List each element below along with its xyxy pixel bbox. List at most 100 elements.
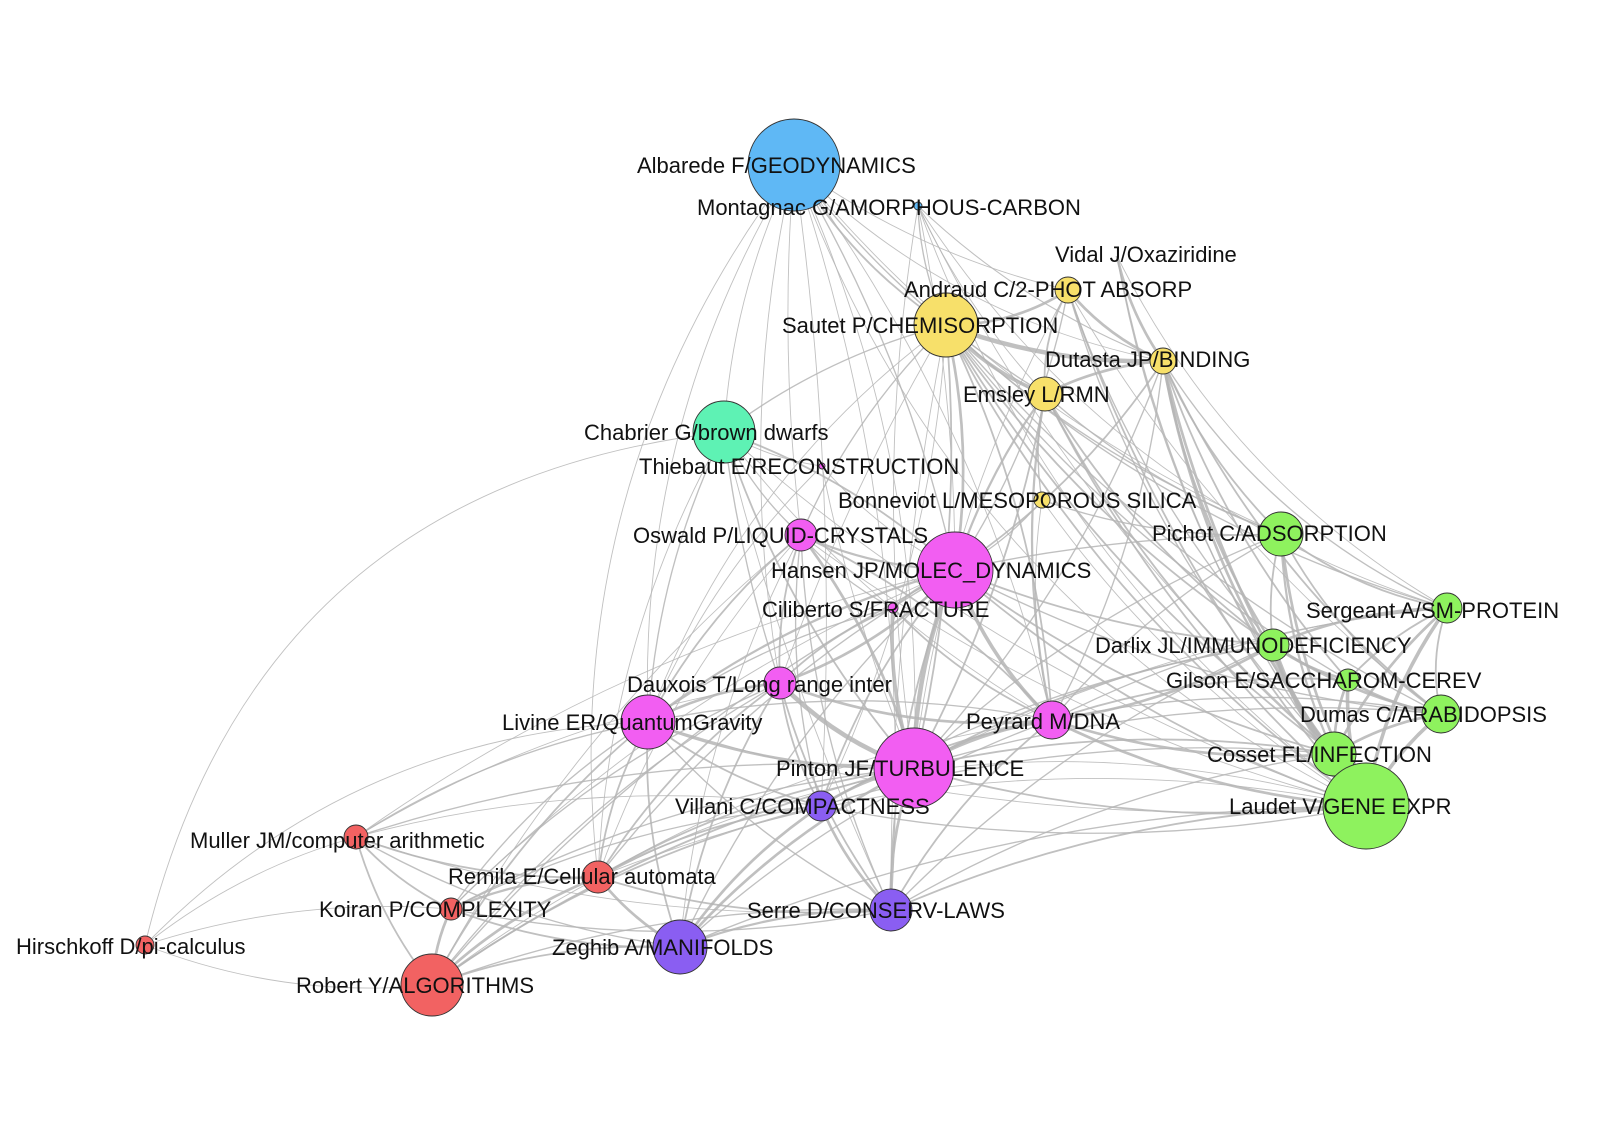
node-villani[interactable] [805,790,837,822]
edge-oswald-serre [800,534,892,911]
edge-oswald-dauxois [778,534,802,684]
node-label-muller: Muller JM/computer arithmetic [190,828,485,853]
node-label-dumas: Dumas C/ARABIDOPSIS [1300,702,1547,727]
edge-albarede-oswald [787,164,802,536]
edge-montagnac-hansen [917,205,956,571]
edge-montagnac-dutasta [917,205,1164,362]
edge-pinton-remila [597,767,915,878]
node-label-ciliberto: Ciliberto S/FRACTURE [762,597,989,622]
node-dumas[interactable] [1421,694,1461,734]
node-livine[interactable] [620,694,676,750]
node-thiebaut[interactable] [818,462,826,470]
edge-livine-peyrard [647,700,1053,723]
node-chabrier[interactable] [692,400,756,464]
node-zeghib[interactable] [652,919,708,975]
node-dauxois[interactable] [763,666,797,700]
node-remila[interactable] [581,860,615,894]
edge-albarede-dutasta [793,164,1164,362]
edge-dauxois-zeghib [679,682,781,948]
node-andraud[interactable] [1054,276,1082,304]
edge-muller-koiran [355,836,452,910]
node-hirschkoff[interactable] [135,935,155,955]
node-label-dauxois: Dauxois T/Long range inter [627,672,892,697]
node-darlix[interactable] [1256,628,1290,662]
node-robert[interactable] [400,953,464,1017]
node-label-livine: Livine ER/QuantumGravity [502,710,762,735]
edge-peyrard-laudet [1051,718,1367,808]
edge-oswald-livine [647,534,802,723]
edge-muller-remila [355,836,599,879]
edge-oswald-villani [794,534,822,807]
edge-sautet-chabrier [723,324,947,433]
edge-pinton-muller [355,763,915,838]
edge-emsley-pichot [1044,393,1282,535]
edge-vidal-sergeant [1116,255,1448,609]
edge-laudet-remila [597,777,1367,878]
node-dutasta[interactable] [1149,347,1177,375]
edge-livine-muller [355,721,649,838]
node-cosset[interactable] [1311,731,1357,777]
edge-dutasta-pichot [1162,360,1282,535]
edge-sautet-dumas [945,324,1442,715]
node-label-montagnac: Montagnac G/AMORPHOUS-CARBON [697,195,1081,220]
node-label-hansen: Hansen JP/MOLEC_DYNAMICS [771,558,1091,583]
node-pinton[interactable] [873,727,955,809]
edge-montagnac-sergeant [917,205,1448,609]
edge-remila-koiran [450,875,599,911]
node-albarede[interactable] [747,118,841,212]
edge-chabrier-peyrard [723,431,1053,721]
edge-sautet-villani [820,324,947,807]
node-sergeant[interactable] [1431,592,1463,624]
edge-villani-remila [597,805,822,878]
edge-oswald-zeghib [679,534,802,948]
node-emsley[interactable] [1027,376,1063,412]
node-laudet[interactable] [1322,762,1410,850]
edge-albarede-hansen [793,164,956,571]
node-label-gilson: Gilson E/SACCHAROM-CEREV [1166,668,1482,693]
edge-peyrard-zeghib [679,719,1053,948]
node-montagnac[interactable] [913,201,923,211]
edge-koiran-hirschkoff [144,905,452,946]
edge-dutasta-gilson [1162,360,1349,681]
node-label-oswald: Oswald P/LIQUID-CRYSTALS [633,523,928,548]
edge-cosset-serre [890,753,1335,911]
edge-gilson-peyrard [1051,677,1349,721]
node-label-hirschkoff: Hirschkoff D/pi-calculus [16,934,245,959]
edge-dauxois-remila [597,682,781,878]
node-pichot[interactable] [1258,511,1304,557]
edge-andraud-hansen [954,289,1069,571]
edge-albarede-pinton [793,164,916,769]
node-label-chabrier: Chabrier G/brown dwarfs [584,420,829,445]
edge-darlix-serre [890,644,1274,911]
edge-dauxois-peyrard [779,681,1053,725]
node-muller[interactable] [343,824,369,850]
edge-albarede-laudet [793,164,1367,807]
node-serre[interactable] [869,888,913,932]
edge-chabrier-hirschkoff [144,431,725,946]
edge-cosset-pinton [913,738,1335,769]
edge-dumas-peyrard [1051,696,1442,721]
node-peyrard[interactable] [1032,700,1072,740]
edge-livine-robert [431,721,649,986]
edge-muller-hirschkoff [144,836,357,946]
edge-montagnac-cosset [917,205,1335,755]
edge-dauxois-muller [355,682,781,838]
edge-muller-zeghib [355,836,681,948]
edge-dutasta-pinton [913,360,1164,769]
edge-bonneviot-peyrard [1034,499,1053,721]
node-bonneviot[interactable] [1033,491,1051,509]
edges-layer [144,164,1449,989]
node-oswald[interactable] [784,518,818,552]
node-label-thiebaut: Thiebaut E/RECONSTRUCTION [639,454,959,479]
node-koiran[interactable] [439,897,463,921]
node-sautet[interactable] [913,292,979,358]
node-label-andraud: Andraud C/2-PHOT ABSORP [904,277,1192,302]
node-label-vidal: Vidal J/Oxaziridine [1055,242,1237,267]
edge-bonneviot-laudet [1041,499,1367,807]
node-label-cosset: Cosset FL/INFECTION [1207,742,1432,767]
node-ciliberto[interactable] [887,602,899,614]
edge-sergeant-darlix [1272,606,1448,647]
node-gilson[interactable] [1336,668,1360,692]
node-hansen[interactable] [916,531,994,609]
